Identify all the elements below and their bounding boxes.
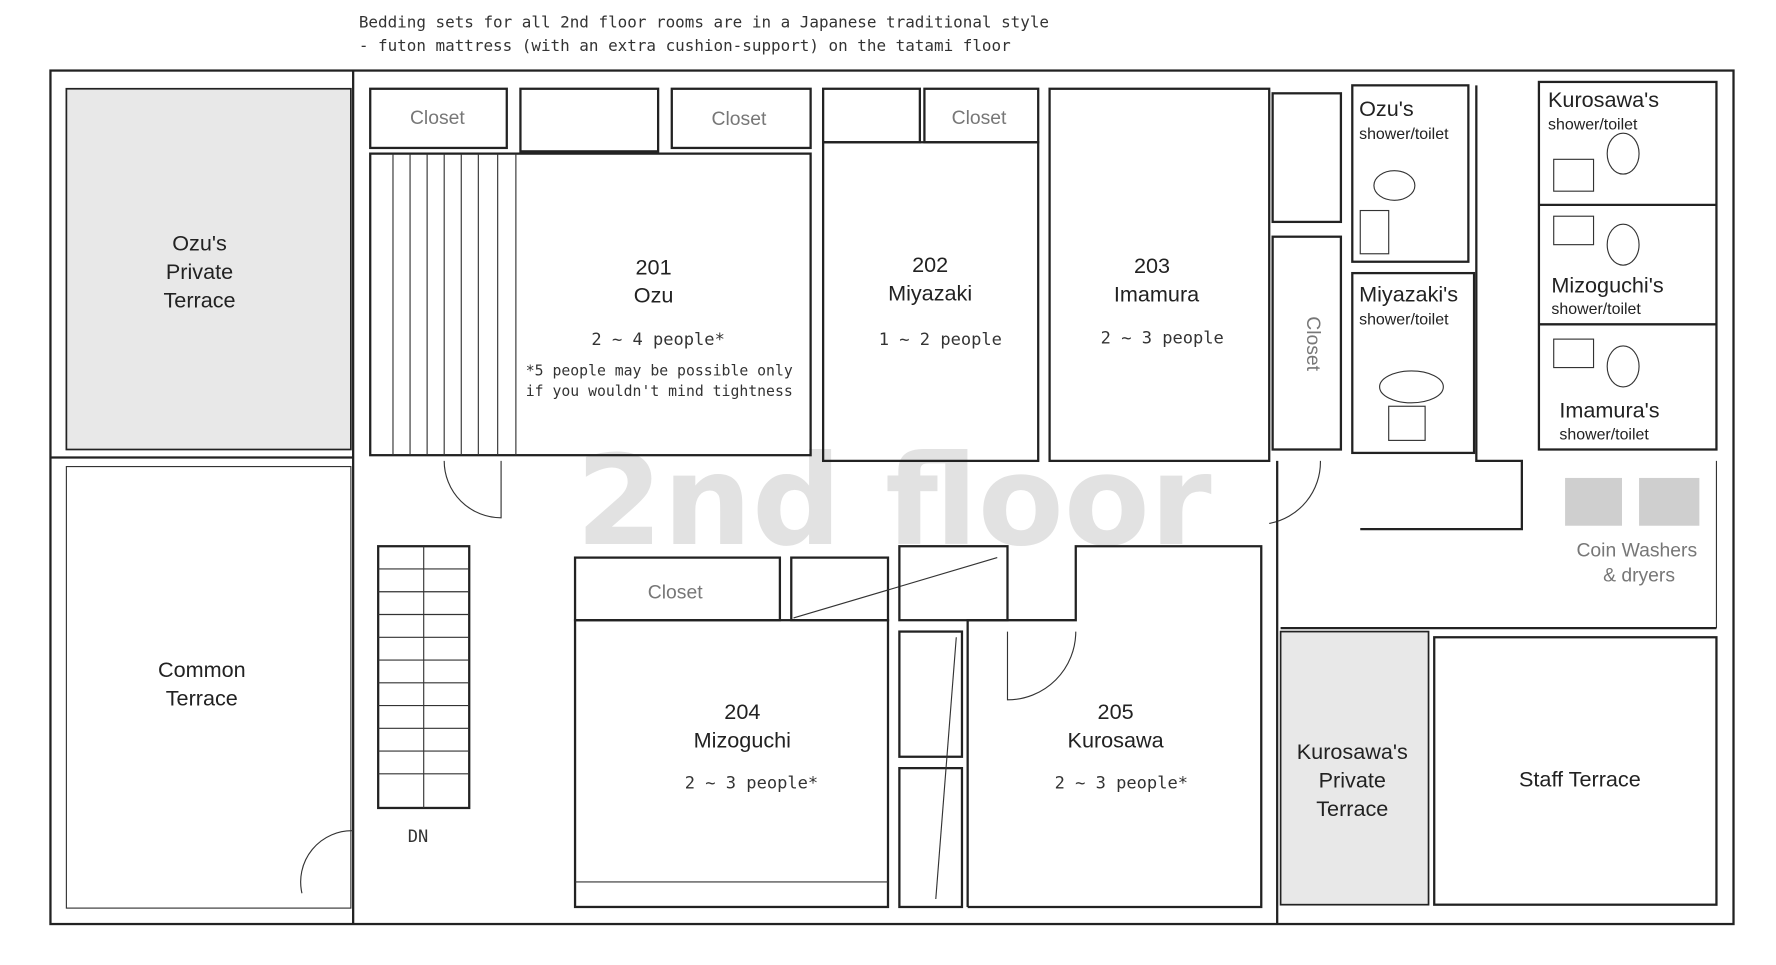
shower-label: Kurosawa's <box>1548 87 1659 112</box>
watermark: 2nd floor <box>576 428 1212 574</box>
room-note: *5 people may be possible only <box>526 363 793 380</box>
room-number: 205 <box>1098 699 1134 724</box>
closet <box>1271 92 1343 224</box>
room-capacity: 2 ~ 3 people* <box>685 774 818 794</box>
room-name: Ozu <box>634 283 674 308</box>
sink-icon <box>1553 215 1595 246</box>
kurosawa-private-terrace <box>1279 630 1430 906</box>
ozu-terrace-label: Terrace <box>163 287 235 312</box>
ozu-terrace-label: Ozu's <box>172 230 227 255</box>
shower-label: shower/toilet <box>1548 117 1638 134</box>
door <box>443 460 502 519</box>
laundry-label: & dryers <box>1603 565 1675 587</box>
closet <box>1271 235 1343 451</box>
toilet-icon <box>1379 370 1444 404</box>
closet <box>821 87 922 144</box>
room-204 <box>573 619 890 909</box>
room-name: Kurosawa <box>1068 728 1165 753</box>
kurosawa-terrace-label: Private <box>1319 767 1386 792</box>
door <box>300 830 354 894</box>
closet-label: Closet <box>1302 316 1324 371</box>
room-202 <box>821 141 1040 463</box>
closet <box>519 87 660 153</box>
room-note: if you wouldn't mind tightness <box>526 383 793 400</box>
common-terrace-label: Common <box>158 657 246 682</box>
tatami-area <box>392 153 517 456</box>
shower-block <box>1537 80 1718 451</box>
closet-label: Closet <box>648 582 703 604</box>
staff-terrace <box>1433 636 1718 906</box>
wall <box>1360 85 1523 531</box>
closet <box>369 87 508 150</box>
shower-label: Ozu's <box>1359 96 1414 121</box>
shower-label: shower/toilet <box>1559 426 1649 443</box>
closet-label: Closet <box>410 107 465 129</box>
shower-label: Miyazaki's <box>1359 282 1458 307</box>
toilet-icon <box>1606 345 1640 388</box>
kurosawa-terrace-label: Terrace <box>1316 796 1388 821</box>
door <box>1006 631 1077 701</box>
closet-label: Closet <box>712 108 767 130</box>
storage <box>790 556 890 622</box>
shower-label: Imamura's <box>1559 398 1659 423</box>
dryer-icon <box>1639 477 1700 526</box>
shower-label: shower/toilet <box>1551 301 1641 318</box>
ozu-private-terrace <box>65 87 352 451</box>
room-201 <box>369 152 812 457</box>
toilet-icon <box>1606 223 1640 266</box>
common-terrace <box>65 465 352 909</box>
stairs-down-label: DN <box>408 827 429 847</box>
sink-icon <box>1359 209 1390 255</box>
toilet-icon <box>1373 170 1416 201</box>
door <box>1269 460 1321 525</box>
storage <box>898 630 964 758</box>
laundry-label: Coin Washers <box>1576 539 1697 561</box>
room-number: 202 <box>912 252 948 277</box>
ozu-shower-toilet <box>1351 84 1470 263</box>
room-capacity: 2 ~ 3 people* <box>1055 774 1188 794</box>
storage-diagonal <box>793 557 998 619</box>
room-name: Mizoguchi <box>694 728 791 753</box>
room-number: 204 <box>724 699 760 724</box>
common-terrace-label: Terrace <box>166 686 238 711</box>
ozu-terrace-label: Private <box>166 259 233 284</box>
toilet-icon <box>1606 132 1640 175</box>
room-capacity: 2 ~ 4 people* <box>591 330 724 350</box>
storage <box>898 545 1009 622</box>
outer-wall <box>49 69 1735 926</box>
bedding-note-line1: Bedding sets for all 2nd floor rooms are… <box>359 12 1049 31</box>
shower-label: shower/toilet <box>1359 126 1449 143</box>
sink-icon <box>1388 405 1426 441</box>
storage-diagonal <box>935 637 957 900</box>
room-capacity: 1 ~ 2 people <box>879 330 1002 350</box>
room-capacity: 2 ~ 3 people <box>1101 329 1224 349</box>
shower-label: shower/toilet <box>1359 311 1449 328</box>
closet <box>670 87 812 150</box>
room-203 <box>1048 87 1271 463</box>
kurosawa-terrace-label: Kurosawa's <box>1297 739 1408 764</box>
washer-icon <box>1565 477 1622 526</box>
sink-icon <box>1553 338 1595 369</box>
staff-terrace-label: Staff Terrace <box>1519 766 1641 791</box>
room-205 <box>966 545 1263 909</box>
room-number: 201 <box>636 254 672 279</box>
room-number: 203 <box>1134 253 1170 278</box>
miyazaki-shower-toilet <box>1351 271 1476 455</box>
stair-steps <box>378 546 470 808</box>
storage <box>898 766 964 909</box>
sink-icon <box>1553 158 1595 192</box>
closet-label: Closet <box>952 107 1007 129</box>
room-name: Miyazaki <box>888 280 972 305</box>
room-name: Imamura <box>1114 282 1200 307</box>
bedding-note-line2: - futon mattress (with an extra cushion-… <box>359 36 1011 55</box>
shower-label: Mizoguchi's <box>1551 272 1663 297</box>
